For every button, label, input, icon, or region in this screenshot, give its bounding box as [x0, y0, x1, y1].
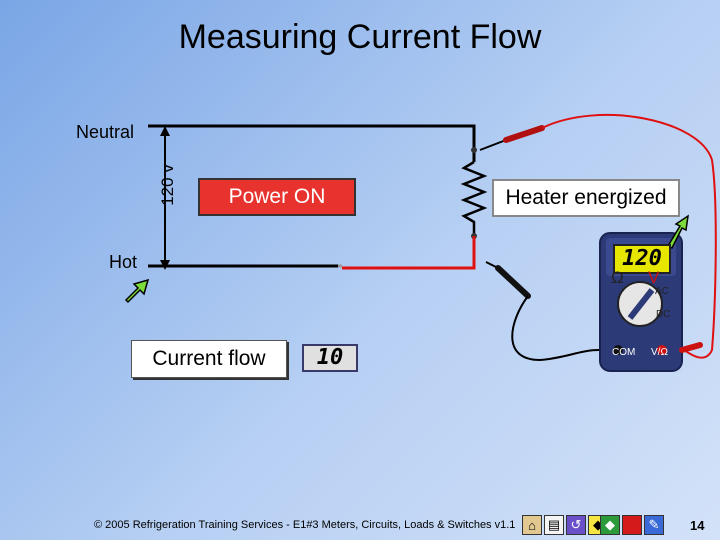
hot-arrow-icon [124, 278, 150, 304]
return-icon[interactable]: ↺ [566, 515, 586, 535]
meter-volt-label: V [648, 268, 660, 287]
footer-copyright: © 2005 Refrigeration Training Services -… [94, 519, 516, 531]
heater-energized-box: Heater energized [492, 179, 680, 217]
black-probe[interactable] [485, 261, 613, 362]
doc-icon[interactable]: ▤ [544, 515, 564, 535]
power-on-box: Power ON [198, 178, 356, 216]
flow-display: 10 [302, 344, 358, 372]
slide-title: Measuring Current Flow [178, 18, 542, 56]
next-icon[interactable]: ◆ [600, 515, 620, 535]
meter-com-jack: COM [612, 347, 636, 358]
red-probe[interactable] [479, 113, 717, 359]
pencil-icon[interactable]: ✎ [644, 515, 664, 535]
neutral-wire [148, 124, 476, 162]
home-icon[interactable]: ⌂ [522, 515, 542, 535]
voltage-label: 120 v [157, 164, 177, 206]
meter-dc-label: DC [656, 309, 671, 320]
meter-ac-label: AC [655, 286, 669, 297]
meter-arrow-icon [666, 214, 689, 250]
current-flow-box: Current flow [131, 340, 287, 378]
heater-resistor [460, 160, 488, 236]
page-number: 14 [690, 518, 705, 533]
end-icon[interactable] [622, 515, 642, 535]
meter-display: 120 [613, 244, 671, 274]
meter-vo-jack: V/Ω [651, 347, 668, 358]
hot-label: Hot [109, 252, 138, 272]
hot-wire-red [342, 236, 476, 270]
neutral-label: Neutral [76, 122, 135, 142]
meter-ohm-label: Ω [611, 268, 624, 287]
